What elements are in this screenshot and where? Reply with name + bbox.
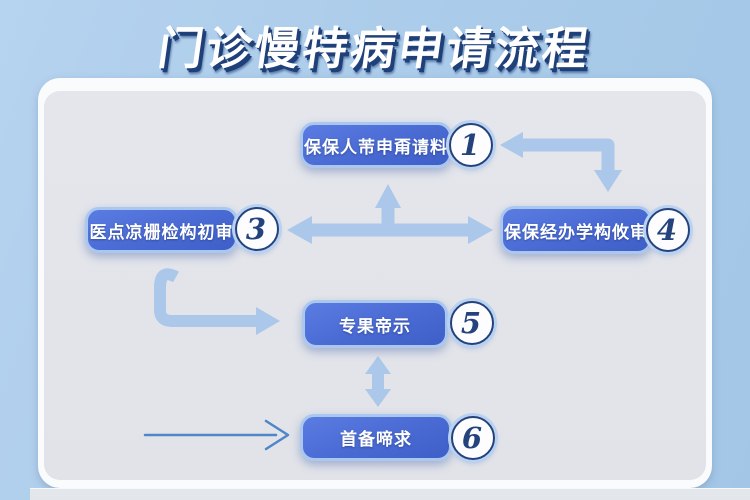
step-4-label: 保保经办学构攸审 xyxy=(504,222,648,242)
step-4-number: 4 xyxy=(656,212,678,247)
flow-step-6: 首备啼求 6 xyxy=(300,414,495,461)
arrow-into-step6 xyxy=(143,419,290,451)
step-5-number-badge: 5 xyxy=(450,301,494,345)
bottom-surface-strip xyxy=(30,488,750,500)
step-4-number-badge: 4 xyxy=(646,208,690,252)
page-title: 门诊慢特病申请流程 xyxy=(154,23,595,74)
arrow-step5-step6 xyxy=(365,356,391,407)
step-3-pill: 医点凉栅检构初审 xyxy=(85,207,238,253)
step-6-number: 6 xyxy=(461,420,483,455)
step-4-pill: 保保经办学构攸审 xyxy=(500,206,652,254)
step-1-number: 1 xyxy=(459,127,481,162)
step-3-label: 医点凉栅检构初审 xyxy=(89,222,234,242)
step-5-number: 5 xyxy=(460,305,482,340)
arrow-step1-step4 xyxy=(500,132,622,192)
step-3-number: 3 xyxy=(245,211,267,246)
arrow-three-way-step3-step4-step1 xyxy=(287,184,493,244)
step-1-label: 保保人芾申甭请料 xyxy=(304,137,448,157)
step-3-number-badge: 3 xyxy=(235,207,279,251)
flow-step-5: 专果帝示 5 xyxy=(302,300,494,348)
step-6-number-badge: 6 xyxy=(451,416,495,460)
step-1-pill: 保保人芾申甭请料 xyxy=(300,122,452,168)
flow-step-4: 保保经办学构攸审 4 xyxy=(500,206,690,254)
flow-step-1: 保保人芾申甭请料 1 xyxy=(300,122,493,168)
step-1-number-badge: 1 xyxy=(449,123,493,167)
step-5-pill: 专果帝示 xyxy=(302,300,448,348)
step-6-label: 首备啼求 xyxy=(340,430,412,449)
flow-step-3: 医点凉栅检构初审 3 xyxy=(85,207,279,253)
arrow-step3-step5 xyxy=(154,268,280,335)
step-6-pill: 首备啼求 xyxy=(300,414,452,461)
step-5-label: 专果帝示 xyxy=(339,316,411,336)
